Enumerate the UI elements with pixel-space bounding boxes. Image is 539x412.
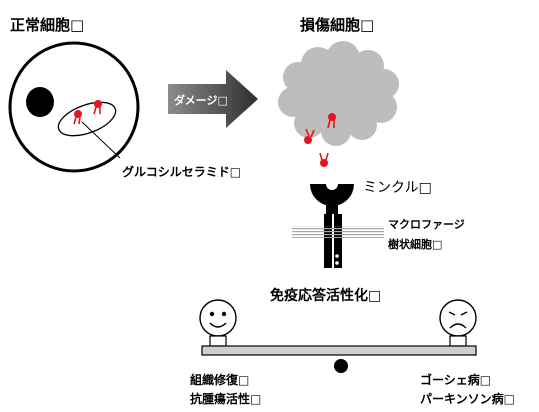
pointer-line (81, 121, 121, 159)
parkinsons-disease-label: パーキンソン病□ (420, 391, 515, 406)
normal-cell-title: 正常細胞□ (10, 16, 84, 34)
mincle-receptor (310, 184, 354, 268)
gaucher-disease-label: ゴーシェ病□ (420, 372, 491, 387)
seesaw-beam (201, 345, 477, 356)
cell-membrane (292, 226, 384, 238)
glucosylceramide-icon (73, 100, 102, 125)
seesaw-fulcrum (334, 359, 348, 373)
damaged-cell-cloud (278, 41, 399, 146)
mincle-label: ミンクル□ (363, 180, 432, 196)
glucosylceramide-label: グルコシルセラミド□ (122, 164, 241, 179)
released-glucosylceramide-icon (304, 113, 336, 167)
damage-label: ダメージ□ (174, 93, 228, 107)
organelle-icon (57, 101, 117, 137)
smiling-face-icon (199, 299, 237, 347)
frowning-face-icon (439, 299, 477, 347)
tissue-repair-label: 組織修復□ (190, 372, 249, 387)
dendritic-cell-label: 樹状細胞□ (388, 237, 442, 251)
normal-cell (8, 41, 140, 173)
immune-activation-label: 免疫応答活性化□ (270, 287, 381, 304)
damage-arrow: ダメージ□ (168, 70, 258, 128)
macrophage-label: マクロファージ (388, 218, 465, 231)
damaged-cell-title: 損傷細胞□ (300, 16, 374, 34)
nucleus-icon (26, 87, 54, 117)
antitumor-activity-label: 抗腫瘍活性□ (190, 391, 261, 406)
